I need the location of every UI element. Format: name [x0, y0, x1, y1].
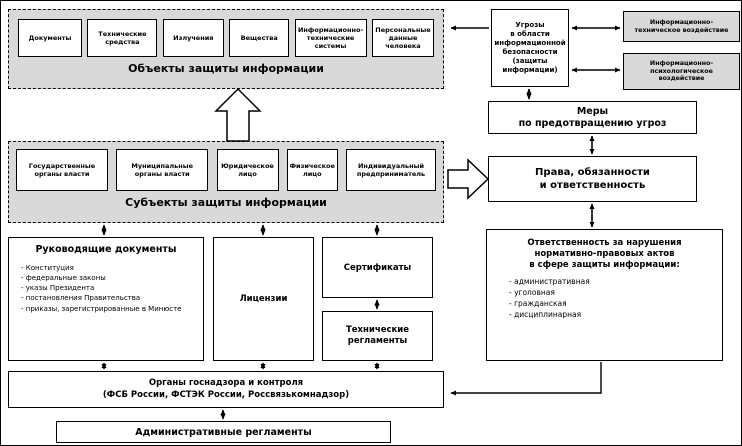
subject-item-legal-entity: Юридическое лицо [216, 149, 279, 191]
objects-items-row: Документы Технические средства Излучения… [9, 10, 443, 57]
subject-item-state-authorities: Государственные органы власти [16, 149, 108, 191]
threats-line: информации) [502, 66, 558, 75]
threats-line: Угрозы [515, 20, 545, 29]
threats-box: Угрозы в области информационной безопасн… [491, 9, 569, 87]
licenses-box: Лицензии [213, 237, 314, 361]
rights-line: и ответственность [539, 180, 646, 191]
measures-line: Меры [576, 105, 609, 117]
responsibility-item: административная [509, 277, 720, 288]
responsibility-box: Ответственность за нарушения нормативно-… [486, 229, 723, 361]
threats-line: (защиты [512, 57, 548, 66]
subjects-group-label: Субъекты защиты информации [125, 196, 327, 209]
object-item-substances: Вещества [229, 19, 290, 57]
impact-technical-box: Информационно-техническое воздействие [623, 11, 740, 42]
guiding-document-item: постановления Правительства [21, 293, 201, 303]
threats-line: безопасности [502, 48, 558, 56]
technical-regulations-box: Технические регламенты [322, 311, 433, 361]
block-arrow-subjects-to-rights [447, 158, 490, 200]
subjects-items-row: Государственные органы власти Муниципаль… [9, 142, 443, 191]
measures-line: по предотвращению угроз [518, 117, 667, 129]
impact-psychological-box: Информационно-психологическое воздействи… [623, 53, 740, 90]
block-arrow-subjects-to-objects [214, 87, 262, 142]
guiding-document-item: указы Президента [21, 283, 201, 293]
subjects-protection-group: Государственные органы власти Муниципаль… [8, 141, 444, 223]
guiding-document-item: Конституция [21, 263, 201, 273]
object-item-technical-means: Технические средства [87, 19, 158, 57]
guiding-documents-list: Конституция федеральные законы указы Пре… [13, 263, 203, 314]
measures-box: Меры по предотвращению угроз [488, 101, 697, 134]
responsibility-title-line: Ответственность за нарушения [527, 238, 682, 248]
objects-group-label: Объекты защиты информации [128, 62, 324, 75]
supervision-line: (ФСБ России, ФСТЭК России, Россвязькомна… [102, 389, 350, 400]
subject-item-entrepreneur: Индивидуальный предприниматель [346, 149, 436, 191]
certificates-box: Сертификаты [322, 237, 433, 298]
guiding-document-item: приказы, зарегистрированные в Минюсте [21, 304, 201, 314]
object-item-documents: Документы [18, 19, 82, 57]
responsibility-item: гражданская [509, 299, 720, 310]
threats-line: в области [510, 29, 550, 38]
object-item-emissions: Излучения [162, 19, 224, 57]
guiding-documents-title: Руководящие документы [35, 244, 177, 255]
objects-protection-group: Документы Технические средства Излучения… [8, 9, 444, 89]
responsibility-title-line: в сфере защиты информации: [529, 260, 680, 271]
arrow-responsibility-supervision [450, 362, 602, 396]
subject-item-municipal-authorities: Муниципальные органы власти [116, 149, 209, 191]
rights-duties-box: Права, обязанности и ответственность [488, 156, 697, 202]
responsibility-list: административная уголовная гражданская д… [501, 277, 722, 321]
responsibility-item: дисциплинарная [509, 310, 720, 321]
responsibility-title: Ответственность за нарушения нормативно-… [487, 238, 722, 271]
object-item-info-tech-systems: Информационно-технические системы [294, 19, 367, 57]
supervision-line: Органы госнадзора и контроля [148, 377, 304, 388]
subject-item-individual: Физическое лицо [286, 149, 338, 191]
supervision-bodies-box: Органы госнадзора и контроля (ФСБ России… [8, 371, 444, 408]
rights-line: Права, обязанности [535, 167, 650, 178]
guiding-documents-box: Руководящие документы Конституция федера… [8, 237, 204, 361]
guiding-document-item: федеральные законы [21, 273, 201, 283]
threats-line: информационной [494, 38, 566, 47]
object-item-personal-data: Персональные данные человека [371, 19, 434, 57]
administrative-regulations-box: Административные регламенты [56, 421, 391, 443]
responsibility-title-line: нормативно-правовых актов [534, 249, 675, 260]
responsibility-item: уголовная [509, 288, 720, 299]
